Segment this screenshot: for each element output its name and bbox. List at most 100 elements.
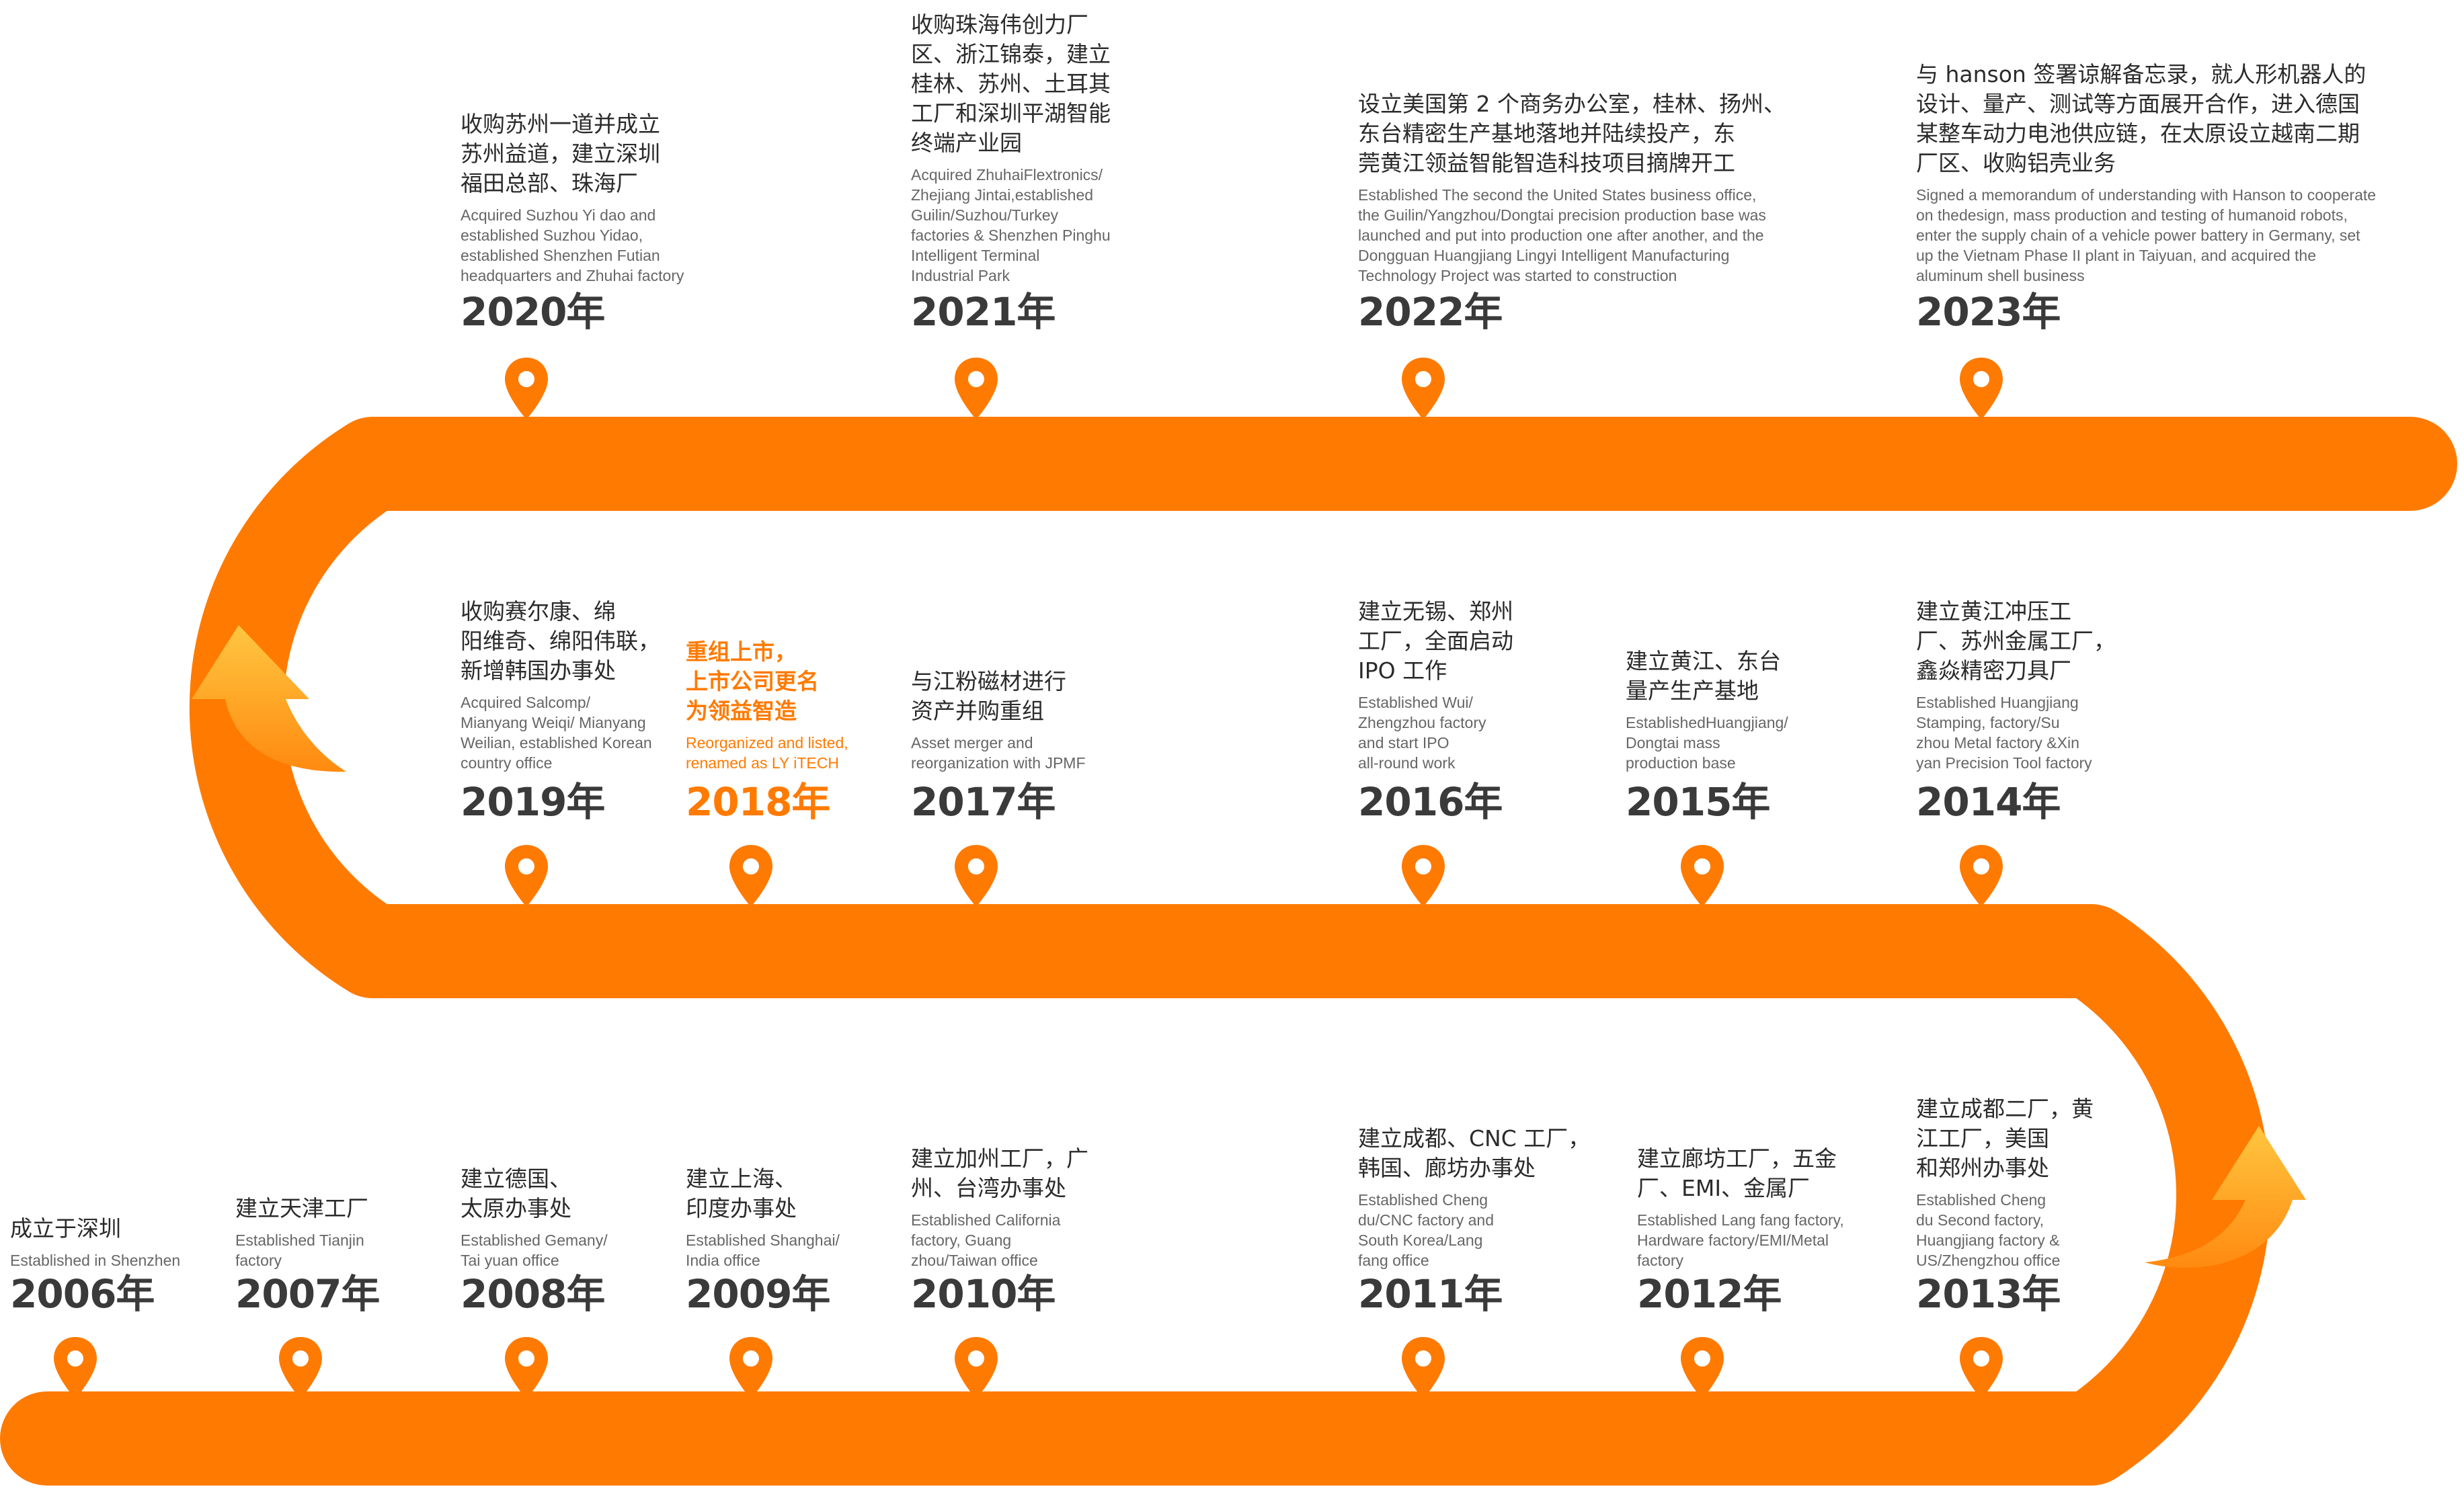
- milestone-description: 与 hanson 签署谅解备忘录，就人形机器人的 设计、量产、测试等方面展开合作…: [1916, 60, 2376, 286]
- map-pin-shape: [505, 358, 548, 419]
- map-pin-shape: [279, 1337, 322, 1399]
- map-pin-shape: [1402, 845, 1445, 907]
- milestone-year: 2013年: [1916, 1271, 2061, 1317]
- map-pin-icon: [1960, 845, 2003, 907]
- map-pin-icon: [1960, 358, 2003, 419]
- map-pin-icon: [729, 845, 772, 907]
- milestone-text-cn: 与江粉磁材进行 资产并购重组: [911, 668, 1066, 724]
- map-pin-shape: [1960, 1337, 2003, 1399]
- milestone-text-cn: 收购珠海伟创力厂 区、浙江锦泰，建立 桂林、苏州、土耳其 工厂和深圳平湖智能 终…: [911, 11, 1111, 156]
- map-pin-shape: [505, 845, 548, 907]
- milestone-description: 收购赛尔康、绵 阳维奇、绵阳伟联， 新增韩国办事处 Acquired Salcom…: [461, 597, 660, 773]
- milestone-text-en: Established Tianjin factory: [235, 1231, 364, 1269]
- milestone-text-en: Signed a memorandum of understanding wit…: [1916, 186, 2377, 284]
- milestone-year: 2016年: [1358, 779, 1503, 825]
- map-pin-icon: [54, 1337, 97, 1399]
- map-pin-shape: [1402, 1337, 1445, 1399]
- milestone-description: 建立加州工厂，广 州、台湾办事处 Established California f…: [911, 1144, 1088, 1270]
- map-pin-shape: [1960, 358, 2003, 419]
- milestone-text-cn: 建立成都、CNC 工厂， 韩国、廊坊办事处: [1358, 1125, 1591, 1181]
- milestone-text-cn: 建立天津工厂: [235, 1195, 368, 1221]
- milestone-description: 建立无锡、郑州 工厂，全面启动 IPO 工作 Established Wui/ Z…: [1358, 597, 1513, 773]
- milestone-text-cn: 建立黄江冲压工 厂、苏州金属工厂， 鑫焱精密刀具厂: [1916, 598, 2116, 684]
- milestone-text-en: Acquired Salcomp/ Mianyang Weiqi/ Mianya…: [461, 694, 652, 772]
- milestone-year: 2014年: [1916, 779, 2061, 825]
- map-pin-shape: [955, 845, 998, 907]
- milestone-text-en: Established The second the United States…: [1358, 186, 1766, 284]
- milestone-year: 2015年: [1626, 779, 1770, 825]
- milestone-description: 收购苏州一道并成立 苏州益道，建立深圳 福田总部、珠海厂 Acquired Suz…: [461, 110, 684, 286]
- milestone-text-en: Acquired Suzhou Yi dao and established S…: [461, 206, 684, 284]
- milestone-year: 2020年: [461, 289, 605, 335]
- map-pin-shape: [1681, 1337, 1724, 1399]
- map-pin-icon: [729, 1337, 772, 1399]
- milestone-year: 2021年: [911, 289, 1056, 335]
- milestone-description: 重组上市， 上市公司更名 为领益智造 Reorganized and listed…: [686, 637, 848, 773]
- track-path: [0, 417, 2457, 1486]
- milestone-text-cn: 重组上市， 上市公司更名 为领益智造: [686, 639, 819, 724]
- milestone-description: 建立成都二厂，黄 江工厂，美国 和郑州办事处 Established Cheng …: [1916, 1094, 2094, 1270]
- milestone-text-en: Established Cheng du/CNC factory and Sou…: [1358, 1191, 1494, 1269]
- milestone-year: 2012年: [1637, 1271, 1782, 1317]
- milestone-year: 2006年: [10, 1271, 155, 1317]
- map-pin-shape: [729, 1337, 772, 1399]
- milestone-year: 2008年: [461, 1271, 605, 1317]
- map-pin-icon: [1681, 845, 1724, 907]
- map-pin-shape: [54, 1337, 97, 1399]
- milestone-text-cn: 建立无锡、郑州 工厂，全面启动 IPO 工作: [1358, 598, 1513, 684]
- map-pin-shape: [1681, 845, 1724, 907]
- milestone-text-cn: 建立成都二厂，黄 江工厂，美国 和郑州办事处: [1916, 1096, 2094, 1181]
- milestone-description: 建立德国、 太原办事处 Established Gemany/ Tai yuan …: [461, 1164, 608, 1270]
- milestone-year: 2023年: [1916, 289, 2061, 335]
- map-pin-shape: [729, 845, 772, 907]
- milestone-text-en: Established in Shenzhen: [10, 1252, 181, 1269]
- milestone-text-en: Established Wui/ Zhengzhou factory and s…: [1358, 694, 1486, 772]
- milestone-text-en: Established Cheng du Second factory, Hua…: [1916, 1191, 2061, 1269]
- milestone-description: 收购珠海伟创力厂 区、浙江锦泰，建立 桂林、苏州、土耳其 工厂和深圳平湖智能 终…: [911, 10, 1111, 286]
- milestone-year: 2010年: [911, 1271, 1056, 1317]
- up-arrow-right-icon: [2145, 1126, 2306, 1268]
- milestone-text-cn: 收购苏州一道并成立 苏州益道，建立深圳 福田总部、珠海厂: [461, 111, 660, 196]
- map-pin-icon: [505, 358, 548, 419]
- milestone-description: 建立黄江、东台 量产生产基地 EstablishedHuangjiang/ Don…: [1626, 647, 1788, 773]
- milestone-text-en: Established Gemany/ Tai yuan office: [461, 1231, 608, 1269]
- up-arrow-left-icon: [192, 625, 346, 772]
- map-pin-icon: [279, 1337, 322, 1399]
- milestone-description: 与江粉磁材进行 资产并购重组 Asset merger and reorganiz…: [911, 667, 1086, 773]
- milestone-year: 2009年: [686, 1271, 830, 1317]
- milestone-text-en: Established California factory, Guang zh…: [911, 1211, 1061, 1269]
- map-pin-shape: [955, 1337, 998, 1399]
- milestone-year: 2022年: [1358, 289, 1503, 335]
- milestone-text-cn: 建立黄江、东台 量产生产基地: [1626, 648, 1781, 704]
- map-pin-icon: [1402, 845, 1445, 907]
- map-pin-icon: [955, 358, 998, 419]
- milestone-text-cn: 建立加州工厂，广 州、台湾办事处: [911, 1145, 1088, 1201]
- milestone-text-en: Reorganized and listed, renamed as LY iT…: [686, 734, 848, 772]
- map-pin-shape: [1960, 845, 2003, 907]
- milestone-text-cn: 建立德国、 太原办事处: [461, 1166, 571, 1221]
- map-pin-icon: [1402, 1337, 1445, 1399]
- map-pin-icon: [1960, 1337, 2003, 1399]
- milestone-text-en: Asset merger and reorganization with JPM…: [911, 734, 1086, 772]
- milestone-description: 建立成都、CNC 工厂， 韩国、廊坊办事处 Established Cheng d…: [1358, 1124, 1590, 1270]
- milestone-description: 设立美国第 2 个商务办公室，桂林、扬州、 东台精密生产基地落地并陆续投产，东 …: [1358, 89, 1786, 286]
- map-pin-icon: [505, 1337, 548, 1399]
- map-pin-icon: [1681, 1337, 1724, 1399]
- milestone-text-cn: 收购赛尔康、绵 阳维奇、绵阳伟联， 新增韩国办事处: [461, 598, 660, 684]
- milestone-year: 2011年: [1358, 1271, 1503, 1317]
- map-pin-shape: [505, 1337, 548, 1399]
- milestone-text-cn: 建立廊坊工厂，五金 厂、EMI、金属厂: [1637, 1145, 1837, 1201]
- milestone-text-cn: 与 hanson 签署谅解备忘录，就人形机器人的 设计、量产、测试等方面展开合作…: [1916, 61, 2367, 176]
- milestone-description: 建立黄江冲压工 厂、苏州金属工厂， 鑫焱精密刀具厂 Established Hua…: [1916, 597, 2116, 773]
- milestone-text-cn: 设立美国第 2 个商务办公室，桂林、扬州、 东台精密生产基地落地并陆续投产，东 …: [1358, 91, 1786, 176]
- milestone-year: 2017年: [911, 779, 1056, 825]
- milestone-text-en: Acquired ZhuhaiFlextronics/ Zhejiang Jin…: [911, 166, 1111, 284]
- milestone-text-en: Established Shanghai/ India office: [686, 1231, 840, 1269]
- milestone-text-en: Established Huangjiang Stamping, factory…: [1916, 694, 2092, 772]
- milestone-text-en: EstablishedHuangjiang/ Dongtai mass prod…: [1626, 714, 1788, 772]
